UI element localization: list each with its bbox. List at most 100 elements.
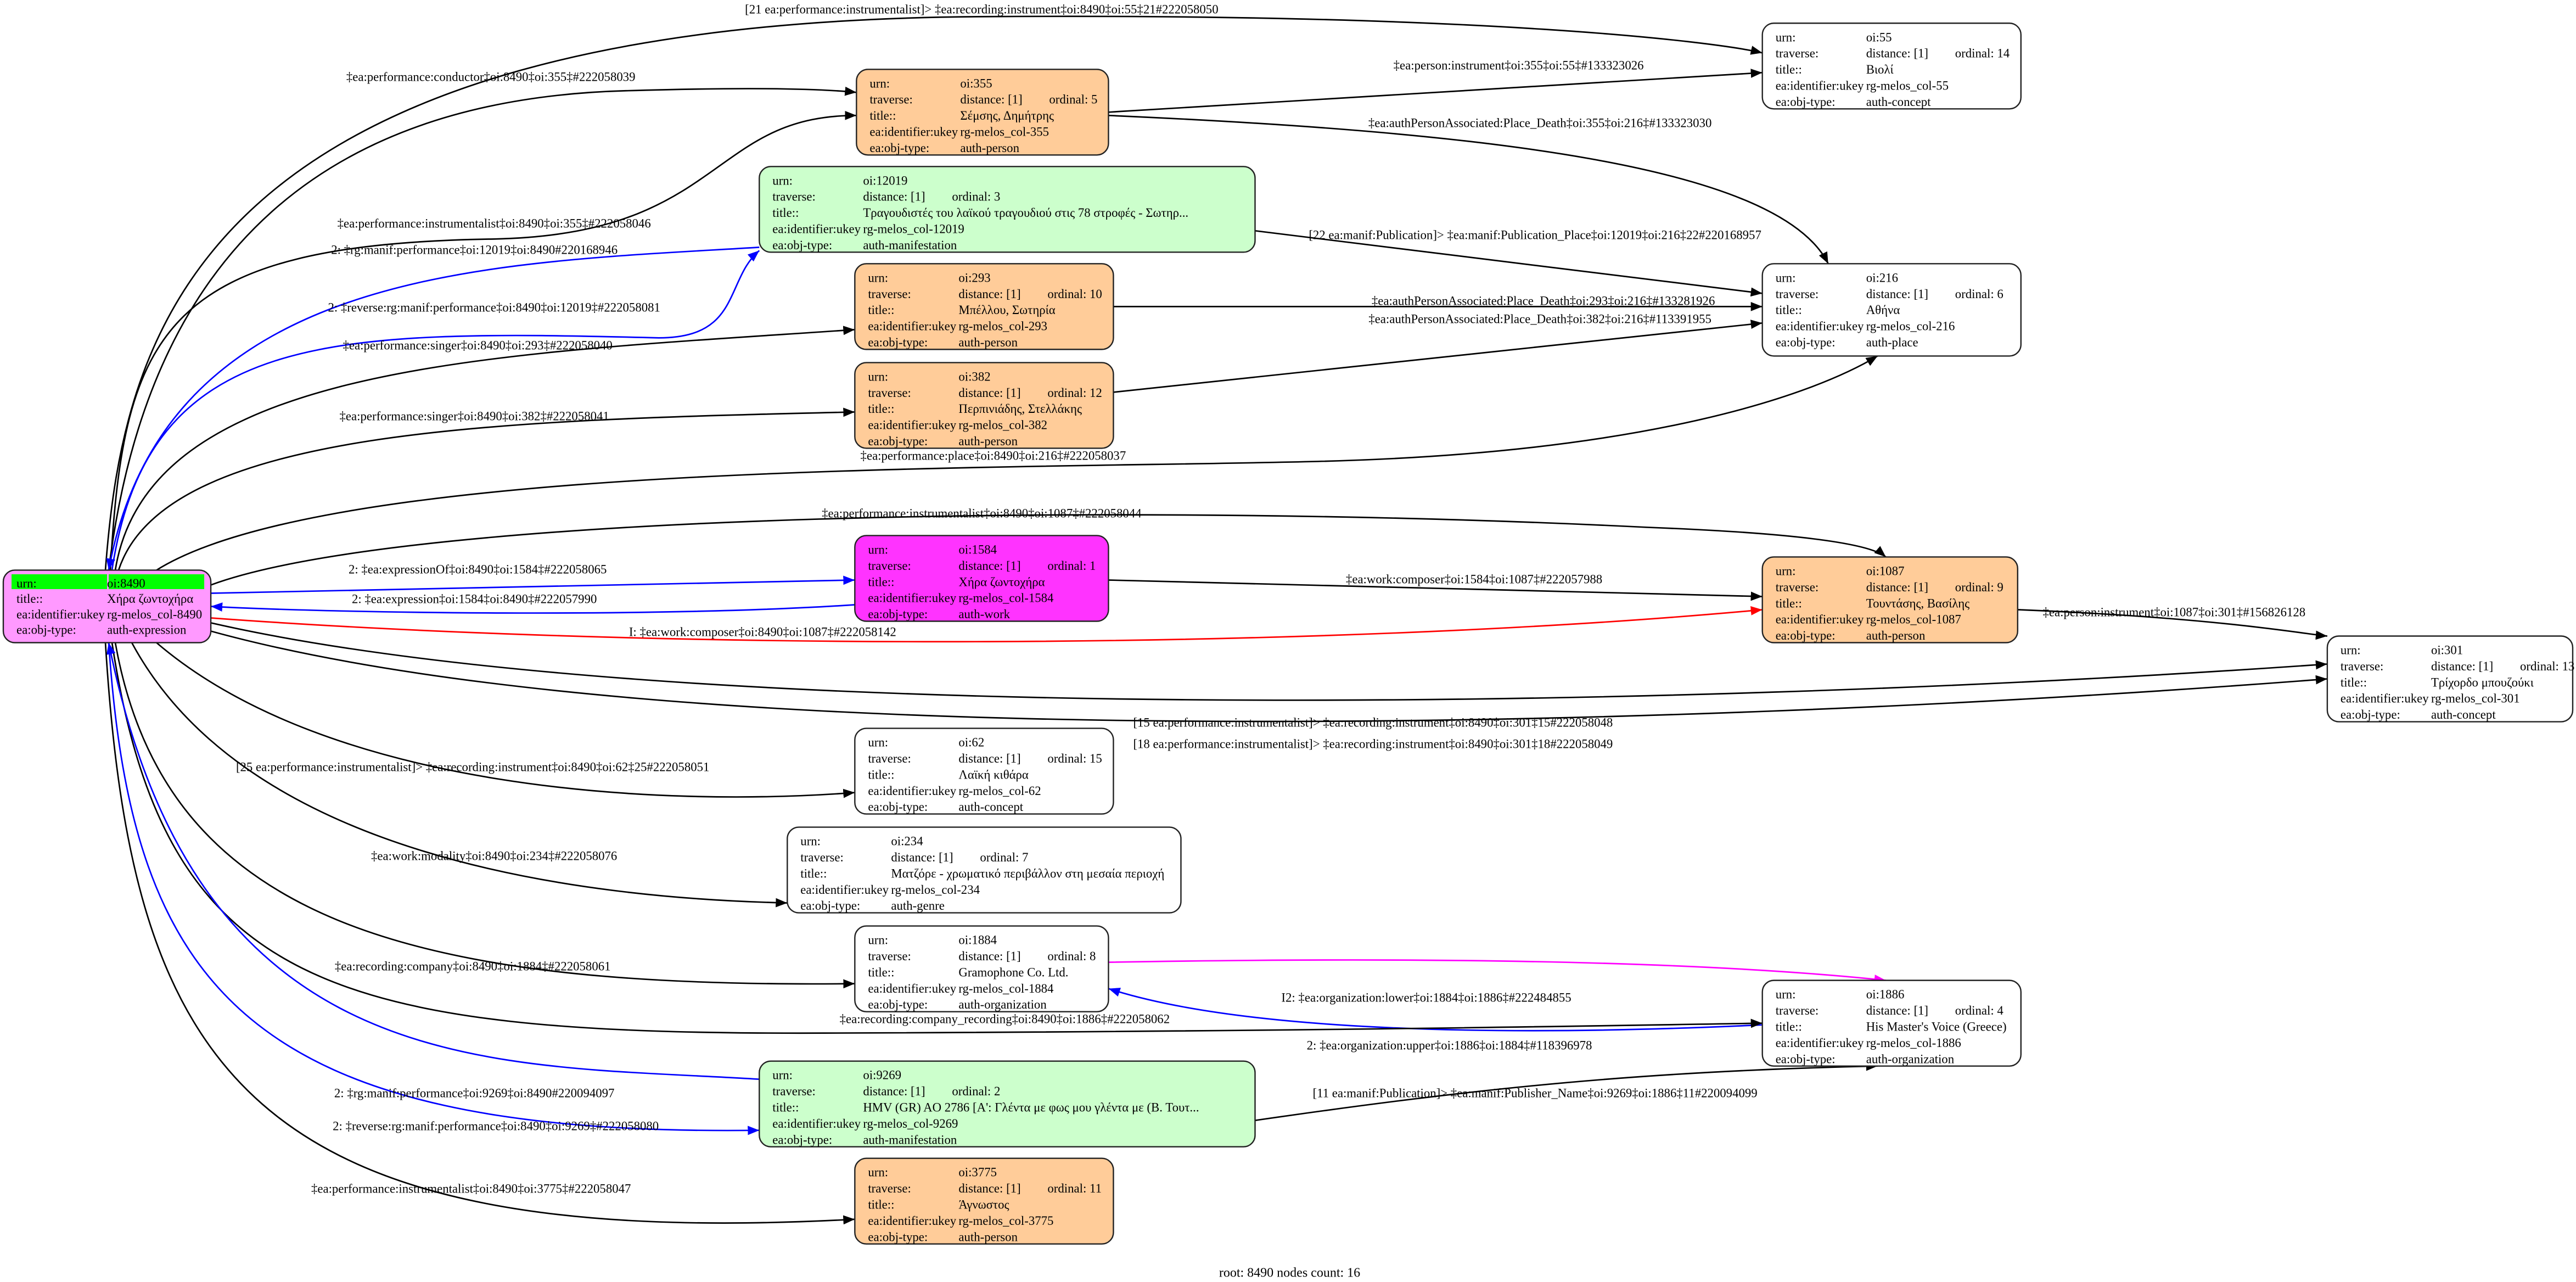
node-box[interactable]	[1761, 979, 2022, 1067]
edge-line[interactable]	[106, 642, 760, 1081]
node-ukey: rg-melos_col-382	[958, 418, 1047, 432]
edge-8490-to-216[interactable]	[156, 355, 1878, 571]
edge-line[interactable]	[210, 514, 1887, 586]
row-label-ukey: ea:identifier:ukey	[1776, 1036, 1864, 1050]
edge-355-to-216[interactable]	[1108, 114, 1829, 264]
edge-line[interactable]	[210, 630, 2328, 723]
row-label-title: title::	[869, 109, 896, 122]
edge-line[interactable]	[1108, 69, 1763, 113]
edge-line[interactable]	[111, 250, 760, 570]
node-box[interactable]	[854, 925, 1109, 1012]
edge-1584-to-1087[interactable]	[1108, 579, 1763, 601]
edge-8490-to-1087[interactable]	[210, 606, 1763, 643]
edge-line[interactable]	[211, 602, 855, 614]
node-box[interactable]	[1761, 23, 2022, 110]
edge-label: ‡ea:person:instrument‡oi:1087‡oi:301‡#15…	[2042, 605, 2305, 619]
row-label-traverse: traverse:	[1776, 47, 1819, 60]
edge-355-to-55[interactable]	[1108, 69, 1763, 113]
node-box[interactable]	[854, 1157, 1114, 1245]
edge-1884-to-1886[interactable]	[1108, 959, 1886, 984]
node-box[interactable]	[759, 1060, 1256, 1147]
edge-8490-to-293[interactable]	[114, 326, 855, 570]
node-box[interactable]	[856, 69, 1109, 156]
edge-8490-to-1884[interactable]	[114, 642, 855, 989]
edge-8490-to-382[interactable]	[117, 407, 855, 570]
node-box[interactable]	[854, 727, 1114, 815]
edge-label: I: ‡ea:work:composer‡oi:8490‡oi:1087‡#22…	[629, 625, 896, 639]
row-label-obj_type: ea:obj-type:	[1776, 1052, 1836, 1066]
node-box[interactable]	[1761, 263, 2022, 357]
node-box[interactable]	[1761, 556, 2018, 643]
edge-line[interactable]	[1108, 988, 1763, 1032]
edge-8490-to-1584[interactable]	[211, 575, 855, 594]
edge-line[interactable]	[108, 642, 760, 1135]
edge-line[interactable]	[1255, 230, 1763, 297]
edge-line[interactable]	[114, 326, 855, 570]
edge-line[interactable]	[131, 642, 788, 908]
edge-8490-to-301[interactable]	[210, 622, 2327, 701]
edge-line[interactable]	[211, 575, 855, 594]
edge-8490-to-234[interactable]	[131, 642, 788, 908]
edge-382-to-216[interactable]	[1113, 320, 1763, 393]
edge-8490-to-9269[interactable]	[108, 642, 760, 1135]
edge-8490-to-3775[interactable]	[104, 642, 855, 1225]
edge-line[interactable]	[1108, 959, 1886, 984]
row-label-title: title::	[868, 768, 894, 781]
edge-8490-to-62[interactable]	[156, 642, 855, 798]
node-box[interactable]	[787, 826, 1182, 914]
node-box[interactable]	[854, 263, 1114, 350]
edge-line[interactable]	[109, 110, 857, 570]
edge-line[interactable]	[156, 355, 1878, 571]
edge-8490-to-1087[interactable]	[210, 514, 1887, 586]
edge-line[interactable]	[1108, 114, 1829, 264]
node-distance: distance: [1]	[958, 752, 1020, 765]
row-label-title: title::	[772, 206, 799, 220]
edge-8490-to-55[interactable]	[104, 15, 1763, 570]
edge-8490-to-355[interactable]	[108, 86, 857, 570]
edge-line[interactable]	[210, 606, 1763, 643]
node-box[interactable]	[2326, 635, 2574, 723]
edge-line[interactable]	[117, 407, 855, 570]
edge-line[interactable]	[156, 642, 855, 798]
edge-line[interactable]	[111, 642, 1763, 1034]
edge-line[interactable]	[104, 15, 1763, 570]
edge-1886-to-1884[interactable]	[1108, 988, 1763, 1032]
node-box[interactable]	[854, 362, 1114, 449]
node-box[interactable]	[759, 166, 1256, 253]
node-title: Χήρα ζωντοχήρα	[107, 592, 193, 606]
edge-9269-to-8490[interactable]	[106, 642, 760, 1081]
edge-line[interactable]	[1255, 1061, 1878, 1122]
edge-8490-to-1886[interactable]	[111, 642, 1763, 1034]
edge-9269-to-1886[interactable]	[1255, 1061, 1878, 1122]
edge-1087-to-301[interactable]	[2017, 609, 2328, 640]
edge-1584-to-8490[interactable]	[211, 602, 855, 614]
edge-8490-to-12019[interactable]	[111, 250, 760, 570]
edge-line[interactable]	[2017, 609, 2328, 640]
node-box[interactable]	[854, 535, 1109, 622]
edge-line[interactable]	[108, 86, 857, 570]
edge-12019-to-216[interactable]	[1255, 230, 1763, 297]
edge-line[interactable]	[1108, 579, 1763, 601]
edge-line[interactable]	[104, 642, 855, 1225]
edge-line[interactable]	[1113, 320, 1763, 393]
edge-8490-to-355[interactable]	[109, 110, 857, 570]
edge-8490-to-301[interactable]	[210, 630, 2328, 723]
edge-line[interactable]	[210, 622, 2327, 701]
edge-line[interactable]	[114, 642, 855, 989]
